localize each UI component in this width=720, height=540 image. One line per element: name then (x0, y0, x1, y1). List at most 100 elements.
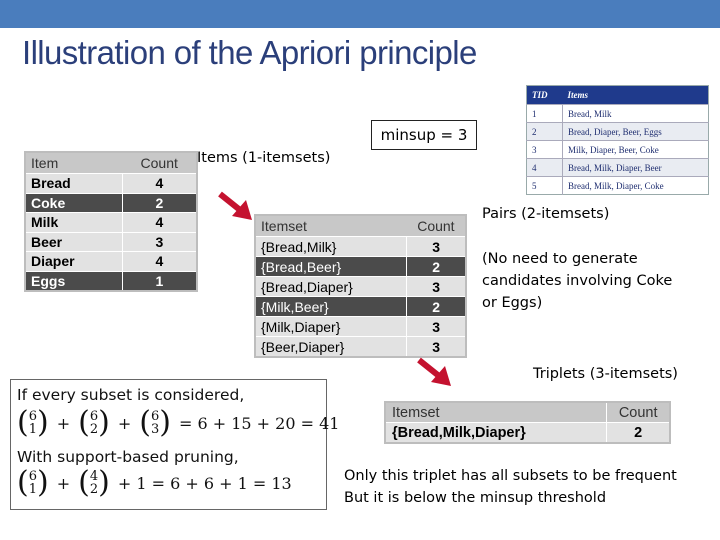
minsup-box: minsup = 3 (371, 120, 477, 150)
binomial-top: 4 (89, 469, 99, 484)
pairs-label: Pairs (2-itemsets) (482, 206, 610, 222)
count-cell: 4 (121, 251, 197, 271)
count-cell: 2 (121, 192, 197, 213)
column-header-count: Count (606, 402, 670, 423)
items-cell: Bread, Milk (562, 104, 709, 123)
equation-result: + 1 = 6 + 6 + 1 = 13 (117, 473, 292, 493)
tid-cell: 3 (526, 140, 563, 159)
table-header-row: Itemset Count (385, 402, 670, 423)
item-cell: Coke (25, 192, 123, 213)
count-cell: 3 (406, 316, 466, 337)
binomial-top: 6 (28, 409, 37, 424)
items1-label: Items (1-itemsets) (197, 150, 331, 166)
itemset-cell: {Beer,Diaper} (255, 336, 407, 357)
table-row: {Bread,Milk}3 (255, 236, 466, 257)
binomial-bottom: 1 (28, 482, 37, 497)
count-cell: 4 (121, 212, 197, 232)
header-bar (0, 0, 720, 28)
tid-cell: 5 (526, 176, 563, 195)
items-cell: Milk, Diaper, Beer, Coke (562, 140, 709, 159)
table-header-row: TID Items (526, 85, 709, 105)
no-need-line-1: (No need to generate (482, 251, 638, 267)
table-row: {Bread,Diaper}3 (255, 276, 466, 297)
tid-cell: 1 (526, 104, 563, 123)
column-header-count: Count (406, 215, 466, 237)
count-cell: 3 (121, 231, 197, 252)
arrow-down-right-icon (218, 191, 252, 220)
table-row-pruned: {Bread,Beer}2 (255, 256, 466, 277)
no-need-line-2: candidates involving Coke (482, 273, 673, 289)
binomial-top: 6 (89, 409, 99, 424)
table-row-pruned: {Milk,Beer}2 (255, 296, 466, 317)
items-cell: Bread, Diaper, Beer, Eggs (562, 122, 709, 141)
column-header-items: Items (562, 85, 709, 105)
no-need-line-3: or Eggs) (482, 295, 543, 311)
table-row: {Bread,Milk,Diaper}2 (385, 422, 670, 443)
count-cell: 3 (406, 236, 466, 257)
binomial-bottom: 2 (89, 422, 99, 437)
item-cell: Beer (25, 231, 123, 252)
tid-cell: 2 (526, 122, 563, 141)
count-cell: 1 (121, 270, 197, 291)
count-cell: 2 (406, 256, 466, 277)
binomial-top: 6 (150, 409, 160, 424)
note-line-2: But it is below the minsup threshold (344, 490, 607, 506)
note-line-1: Only this triplet has all subsets to be … (344, 468, 677, 484)
itemset-cell: {Bread,Diaper} (255, 276, 407, 297)
itemset-cell: {Bread,Milk} (255, 236, 407, 257)
column-header-count: Count (122, 152, 197, 174)
itemset-cell: {Bread,Milk,Diaper} (385, 422, 607, 443)
count-cell: 3 (406, 336, 466, 357)
count-cell: 2 (606, 422, 670, 443)
itemset-cell: {Milk,Diaper} (255, 316, 407, 337)
items-cell: Bread, Milk, Diaper, Beer (562, 158, 709, 177)
count-cell: 3 (406, 276, 466, 297)
tid-cell: 4 (526, 158, 563, 177)
table-row: {Milk,Diaper}3 (255, 316, 466, 337)
item-cell: Diaper (25, 251, 123, 271)
equation-result: = 6 + 15 + 20 = 41 (178, 413, 340, 433)
slide-title: Illustration of the Apriori principle (22, 34, 477, 71)
arrow-down-right-icon (417, 357, 451, 386)
column-header-itemset: Itemset (255, 215, 407, 237)
table-row: {Beer,Diaper}3 (255, 336, 466, 357)
count-cell: 2 (406, 296, 466, 317)
itemsets3-table: Itemset Count {Bread,Milk,Diaper}2 (384, 401, 671, 444)
column-header-itemset: Itemset (385, 402, 607, 423)
itemset-cell: {Bread,Beer} (255, 256, 407, 277)
pruning-text: With support-based pruning, (17, 448, 239, 466)
count-cell: 4 (121, 173, 197, 193)
itemset-cell: {Milk,Beer} (255, 296, 407, 317)
item-cell: Eggs (25, 270, 123, 291)
binomial-bottom: 2 (89, 482, 99, 497)
items-cell: Bread, Milk, Diaper, Coke (562, 176, 709, 195)
table-header-row: Item Count (25, 152, 197, 174)
triplets-label: Triplets (3-itemsets) (533, 366, 678, 382)
item-cell: Bread (25, 173, 123, 193)
binomial-bottom: 3 (150, 422, 160, 437)
itemsets2-table: Itemset Count {Bread,Milk}3 {Bread,Beer}… (254, 214, 467, 358)
column-header-tid: TID (526, 85, 563, 105)
table-header-row: Itemset Count (255, 215, 466, 237)
